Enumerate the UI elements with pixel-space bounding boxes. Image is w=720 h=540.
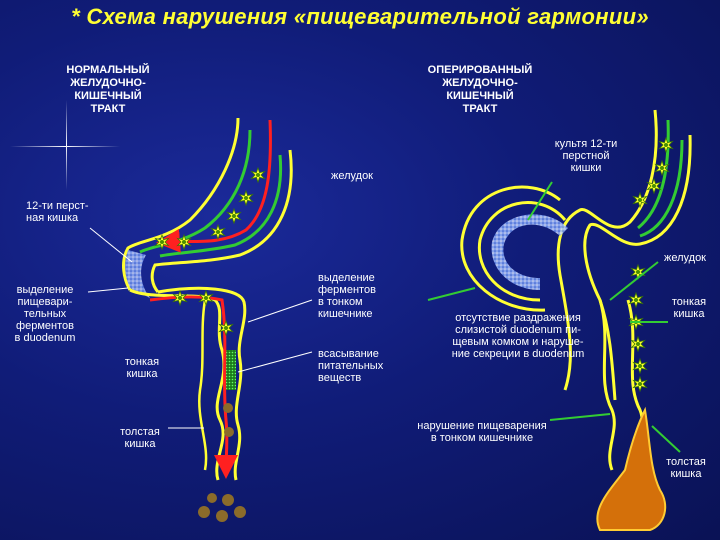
food-flow-arrow (149, 295, 239, 479)
enzyme-star (239, 190, 253, 206)
digestion-disorder-label: нарушение пищеварения в тонком кишечнике (417, 420, 547, 444)
absorption-zone (226, 350, 236, 390)
large-intestine-right-label: толстая кишка (666, 456, 706, 480)
stomach-right-label: желудок (663, 252, 706, 264)
stool (222, 494, 234, 506)
duodenal-stump-label: культя 12-ти перстной кишки (554, 138, 618, 174)
stool (224, 427, 234, 437)
stool (223, 403, 233, 413)
enzyme-star (227, 208, 241, 224)
stomach-outline (150, 149, 293, 293)
intestine-outline (598, 299, 616, 471)
large-intestine-left-label: толстая кишка (120, 426, 160, 450)
small-intestine-right-label: тонкая кишка (671, 296, 707, 320)
food-flow-arrow (156, 119, 272, 253)
stool (596, 406, 667, 531)
enzyme-star (633, 358, 647, 374)
intestine-outline (198, 299, 208, 471)
small-intestine-left-label: тонкая кишка (124, 356, 160, 380)
duodenum-left-label: 12-ти перст- ная кишка (26, 200, 89, 224)
stomach-outline (583, 134, 692, 401)
intestine-outline (129, 288, 226, 481)
stomach-outline (556, 109, 658, 391)
pointer-lines (427, 181, 681, 453)
enzymes-small-intestine-label: выделение ферментов в тонком кишечнике (318, 272, 376, 320)
operated-tract (460, 109, 692, 531)
duodenum-outline (460, 185, 561, 312)
stool (234, 506, 246, 518)
intestine-outline (157, 286, 247, 481)
normal-tract-header: НОРМАЛЬНЫЙ ЖЕЛУДОЧНО- КИШЕЧНЫЙ ТРАКТ (66, 64, 150, 115)
stomach-mucosa (637, 119, 670, 230)
stool (216, 510, 228, 522)
stool (198, 506, 210, 518)
stomach-mucosa (639, 139, 684, 238)
enzyme-star (659, 137, 673, 153)
pointer-lines (87, 227, 313, 429)
sparkle-decoration (10, 146, 120, 147)
page-title: * Схема нарушения «пищеварительной гармо… (71, 4, 649, 29)
stomach-left-label: желудок (330, 170, 373, 182)
sparkle-decoration (66, 100, 67, 190)
enzyme-duodenum-label: выделение пищевари- тельных ферментов в … (14, 284, 76, 344)
enzyme-star (211, 224, 225, 240)
enzyme-star (251, 167, 265, 183)
absorption-label: всасывание питательных веществ (318, 348, 384, 384)
enzyme-star (633, 376, 647, 392)
stomach-mucosa (159, 154, 283, 258)
duodenum-mucosa (125, 250, 150, 298)
normal-tract (122, 117, 293, 522)
enzyme-star (219, 320, 233, 336)
duodenum-mucosa (491, 214, 568, 290)
no-stimulation-label: отсутствие раздражения слизистой duodenu… (451, 312, 585, 360)
enzyme-star (629, 292, 643, 308)
stool (207, 493, 217, 503)
operated-tract-header: ОПЕРИРОВАННЫЙ ЖЕЛУДОЧНО- КИШЕЧНЫЙ ТРАКТ (427, 64, 533, 115)
